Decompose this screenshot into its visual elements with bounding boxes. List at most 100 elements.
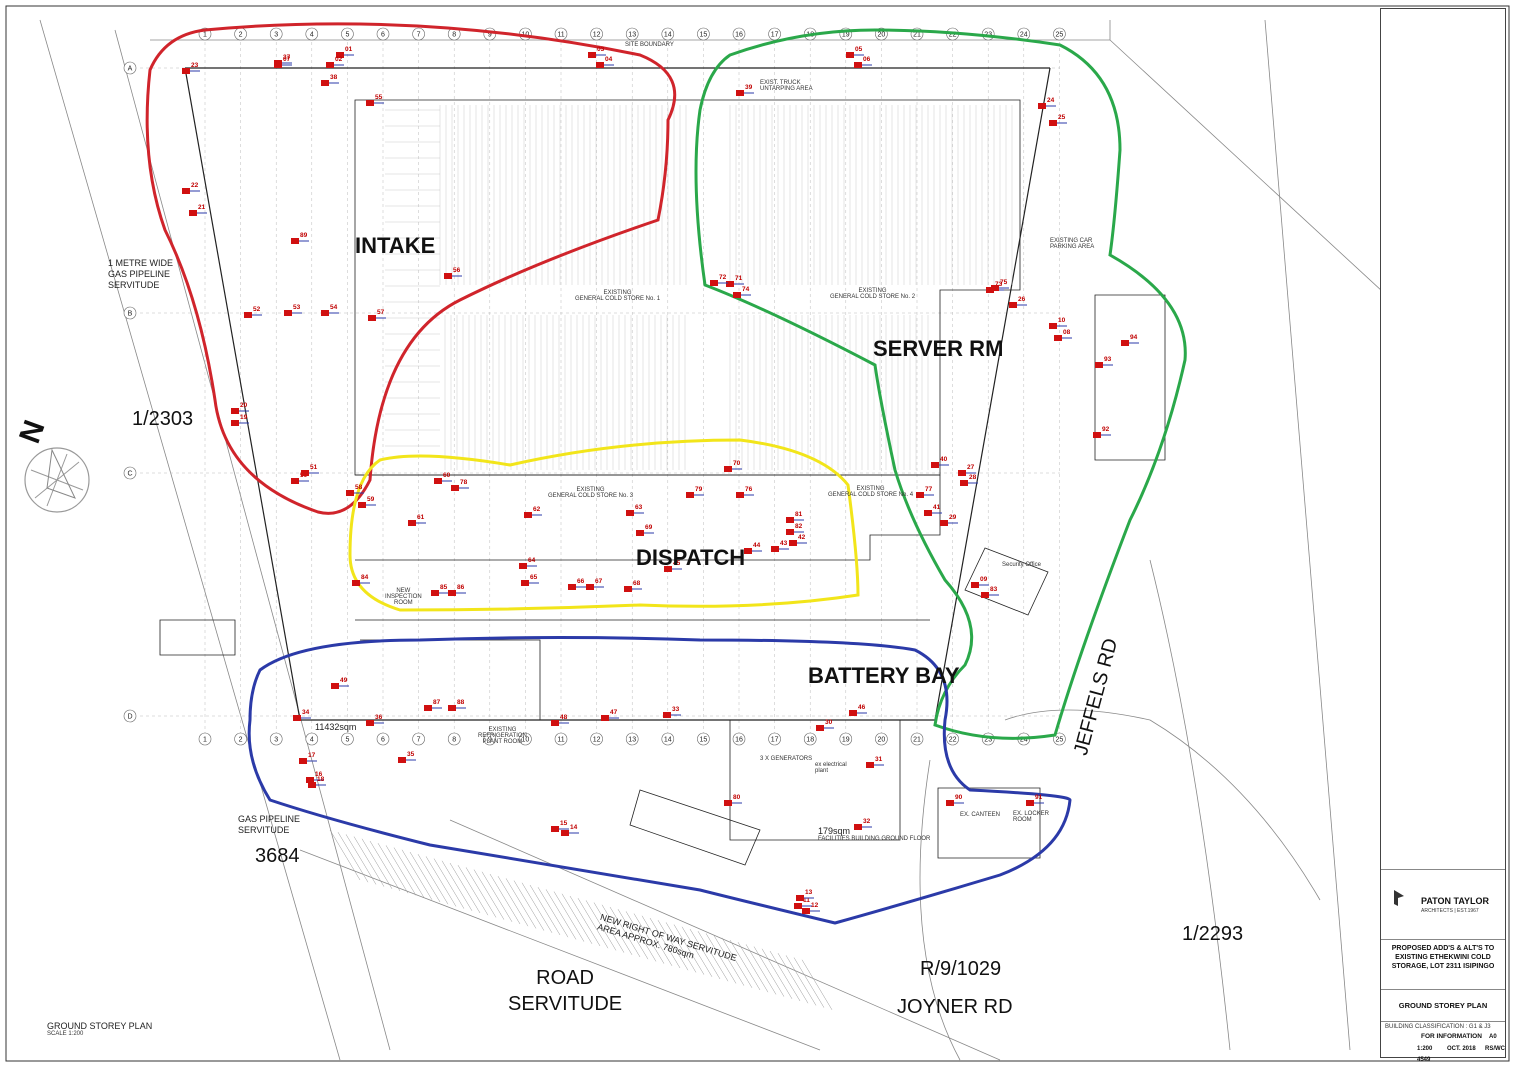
svg-text:67: 67 <box>595 578 603 585</box>
camera-33: 33 <box>663 706 681 718</box>
truck-area-label: EXIST. TRUCK UNTARPING AREA <box>760 80 813 92</box>
grid-bubble-22-bottom: 22 <box>946 732 959 746</box>
camera-37: 37 <box>274 54 292 66</box>
zone-label-dispatch: DISPATCH <box>636 545 746 570</box>
svg-text:20: 20 <box>240 402 248 409</box>
svg-text:16: 16 <box>735 32 743 39</box>
svg-text:22: 22 <box>949 737 957 744</box>
grid-bubble-7-bottom: 7 <box>412 732 425 746</box>
project-number: 4549 <box>1417 1057 1431 1063</box>
svg-text:11: 11 <box>803 897 810 904</box>
grid-bubble-16-top: 16 <box>732 27 746 41</box>
svg-text:14: 14 <box>664 32 672 39</box>
svg-text:29: 29 <box>949 514 957 521</box>
svg-text:14: 14 <box>570 824 578 831</box>
svg-text:15: 15 <box>700 32 708 39</box>
svg-text:44: 44 <box>753 542 761 549</box>
svg-text:35: 35 <box>407 751 415 758</box>
svg-text:18: 18 <box>317 776 325 783</box>
svg-text:4: 4 <box>310 32 314 39</box>
area-179-label: 179sqm <box>818 826 851 836</box>
cold-store-1-label: EXISTING GENERAL COLD STORE No. 1 <box>575 290 661 302</box>
grid-bubble-19-bottom: 19 <box>839 732 853 746</box>
camera-85: 85 <box>431 584 449 596</box>
grid-bubble-16-bottom: 16 <box>732 732 746 746</box>
battery-zone-outline <box>247 636 1072 925</box>
grid-bubble-23-bottom: 23 <box>981 732 995 746</box>
grid-bubble-2-bottom: 2 <box>234 732 247 746</box>
svg-text:55: 55 <box>375 94 383 101</box>
zone-label-server: SERVER RM <box>873 336 1004 361</box>
svg-text:3: 3 <box>274 737 278 744</box>
svg-text:72: 72 <box>719 274 727 281</box>
camera-67: 67 <box>586 578 604 590</box>
svg-text:20: 20 <box>878 32 886 39</box>
locker-room-label: EX. LOCKER ROOM <box>1013 811 1050 823</box>
svg-text:56: 56 <box>453 267 461 274</box>
camera-78: 78 <box>451 479 469 491</box>
svg-text:9: 9 <box>488 737 492 744</box>
camera-77: 77 <box>916 486 934 498</box>
dispatch-zone-outline <box>348 438 860 612</box>
grid-bubble-13-bottom: 13 <box>625 732 639 746</box>
grid-bubble-15-top: 15 <box>697 27 710 41</box>
svg-text:39: 39 <box>745 84 753 91</box>
svg-text:03: 03 <box>597 46 605 53</box>
svg-text:17: 17 <box>771 32 779 39</box>
grid-bubble-11-bottom: 11 <box>554 732 568 746</box>
svg-text:09: 09 <box>980 576 988 583</box>
svg-text:88: 88 <box>457 699 465 706</box>
camera-44: 44 <box>744 542 762 554</box>
camera-84: 84 <box>352 574 370 586</box>
camera-40: 40 <box>931 456 949 468</box>
gas-pipeline-servitude-bottom: GAS PIPELINE SERVITUDE <box>238 814 301 835</box>
grid-bubble-3-top: 3 <box>269 27 283 41</box>
grid-bubble-2-top: 2 <box>234 27 247 41</box>
svg-text:02: 02 <box>335 56 343 63</box>
camera-08: 08 <box>1054 329 1072 341</box>
ground-storey-plan-caption: GROUND STOREY PLAN <box>47 1021 153 1031</box>
grid-bubble-15-bottom: 15 <box>697 732 710 746</box>
grid-bubble-17-bottom: 17 <box>768 732 781 746</box>
svg-text:86: 86 <box>457 584 465 591</box>
svg-text:65: 65 <box>530 574 538 581</box>
svg-text:12: 12 <box>811 902 819 909</box>
grid-bubble-B: B <box>123 306 137 320</box>
zone-label-battery: BATTERY BAY <box>808 663 960 688</box>
grid-bubble-5-bottom: 5 <box>341 732 354 746</box>
svg-text:10: 10 <box>522 737 530 744</box>
svg-text:70: 70 <box>733 460 741 467</box>
svg-text:90: 90 <box>955 794 963 801</box>
camera-43: 43 <box>771 540 789 552</box>
gas-pipeline-servitude-top: 1 METRE WIDE GAS PIPELINE SERVITUDE <box>108 258 174 290</box>
svg-text:74: 74 <box>742 286 750 293</box>
camera-24: 24 <box>1038 97 1056 109</box>
camera-19: 19 <box>231 414 249 426</box>
svg-text:2: 2 <box>239 32 243 39</box>
svg-text:21: 21 <box>198 204 206 211</box>
generators-label: 3 X GENERATORS <box>760 756 813 762</box>
svg-text:57: 57 <box>377 309 385 316</box>
camera-55: 55 <box>366 94 384 106</box>
svg-text:A: A <box>128 66 133 73</box>
svg-text:59: 59 <box>367 496 375 503</box>
svg-text:84: 84 <box>361 574 369 581</box>
grid-bubble-8-bottom: 8 <box>447 732 461 746</box>
svg-text:16: 16 <box>315 771 323 778</box>
grid-bubbles: 1122334455667788991010111112121313141415… <box>123 27 1066 746</box>
lot-1-2293: 1/2293 <box>1182 923 1244 945</box>
lot-1-2303: 1/2303 <box>132 408 194 430</box>
svg-text:53: 53 <box>293 304 301 311</box>
svg-text:38: 38 <box>330 74 338 81</box>
camera-22: 22 <box>182 182 200 194</box>
firm-name: PATON TAYLOR <box>1421 896 1490 906</box>
title-block: PATON TAYLOR ARCHITECTS | EST.1967 PROPO… <box>1380 8 1506 1063</box>
camera-17: 17 <box>299 752 317 764</box>
grid-bubble-25-bottom: 25 <box>1053 732 1066 746</box>
svg-text:58: 58 <box>355 484 363 491</box>
camera-52: 52 <box>244 306 262 318</box>
svg-text:3: 3 <box>274 32 278 39</box>
svg-text:91: 91 <box>1035 794 1043 801</box>
svg-text:75: 75 <box>1000 279 1008 286</box>
camera-68: 68 <box>624 580 642 592</box>
